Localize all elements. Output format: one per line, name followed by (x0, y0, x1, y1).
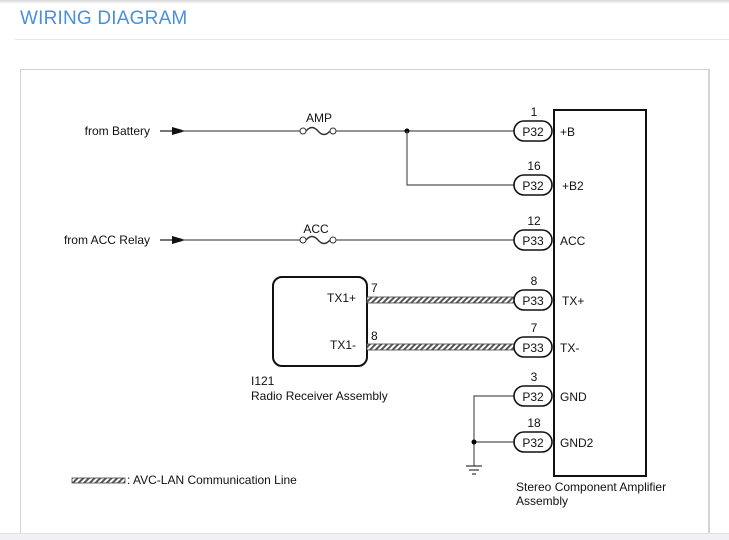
connector-pill (513, 174, 553, 196)
wire-ground (473, 395, 514, 443)
terminal-plusb: P32 1 +B (513, 105, 575, 142)
pin-number: 12 (527, 214, 541, 228)
fuse-amp-label: AMP (306, 111, 332, 125)
terminal-name: GND (560, 390, 587, 404)
amplifier-name-line2: Assembly (516, 494, 568, 508)
wire-plus-b2 (406, 131, 514, 186)
pin-number: 8 (531, 274, 538, 288)
connector-code: P33 (522, 234, 544, 248)
connector-pill (513, 229, 553, 251)
connector-pill (513, 289, 553, 311)
pin-number: 18 (527, 416, 541, 430)
radio-pin-tx1minus-number: 8 (371, 329, 378, 343)
connector-code: P33 (522, 341, 544, 355)
pin-number: 7 (531, 321, 538, 335)
source-battery-label: from Battery (85, 124, 150, 138)
amplifier-box (553, 109, 647, 477)
radio-pin-tx1plus-name: TX1+ (327, 291, 356, 305)
title-divider (15, 39, 729, 40)
connector-code: P32 (522, 125, 544, 139)
connector-pill (513, 385, 553, 407)
arrow-right-icon (160, 236, 186, 244)
ground-splice-point (471, 439, 477, 445)
bottom-scroll-area[interactable] (0, 533, 729, 540)
connector-pill (513, 431, 553, 453)
radio-receiver-name: Radio Receiver Assembly (251, 389, 388, 403)
radio-receiver-code: I121 (251, 374, 275, 388)
connector-code: P32 (522, 390, 544, 404)
pin-number: 3 (531, 370, 538, 384)
terminal-plusb2: P32 16 +B2 (513, 159, 584, 196)
connector-code: P33 (522, 294, 544, 308)
fuse-acc-icon (299, 235, 337, 245)
connector-pill (513, 120, 553, 142)
terminal-txplus: P33 8TX+ (513, 274, 584, 311)
fuse-amp-icon (299, 126, 337, 136)
source-acc-relay-label: from ACC Relay (64, 233, 150, 247)
arrow-right-icon (160, 127, 186, 135)
amplifier-name-line1: Stereo Component Amplifier (516, 480, 666, 494)
diagram-frame (20, 69, 710, 539)
avc-lan-line-tx-plus (366, 296, 515, 304)
avc-lan-line-tx-minus (366, 343, 515, 351)
terminal-name: ACC (560, 234, 586, 248)
top-shadow (0, 0, 729, 4)
terminal-name: GND2 (560, 436, 594, 450)
legend-avc-lan-swatch (71, 477, 126, 484)
page-title: WIRING DIAGRAM (20, 8, 188, 29)
terminal-name: TX+ (562, 294, 584, 308)
radio-receiver-box (272, 276, 368, 367)
pin-number: 16 (527, 159, 541, 173)
radio-pin-tx1plus-number: 7 (371, 281, 378, 295)
terminal-txminus: P33 7TX- (513, 321, 579, 358)
legend-avc-lan-text: : AVC-LAN Communication Line (127, 473, 297, 487)
connector-code: P32 (522, 179, 544, 193)
pin-number: 1 (531, 105, 538, 119)
ground-icon (466, 465, 482, 475)
connector-pill (513, 336, 553, 358)
terminal-name: +B2 (562, 179, 584, 193)
radio-pin-tx1minus-name: TX1- (330, 338, 356, 352)
terminal-name: +B (560, 125, 575, 139)
terminal-name: TX- (560, 341, 579, 355)
fuse-acc-label: ACC (303, 222, 329, 236)
connector-code: P32 (522, 436, 544, 450)
